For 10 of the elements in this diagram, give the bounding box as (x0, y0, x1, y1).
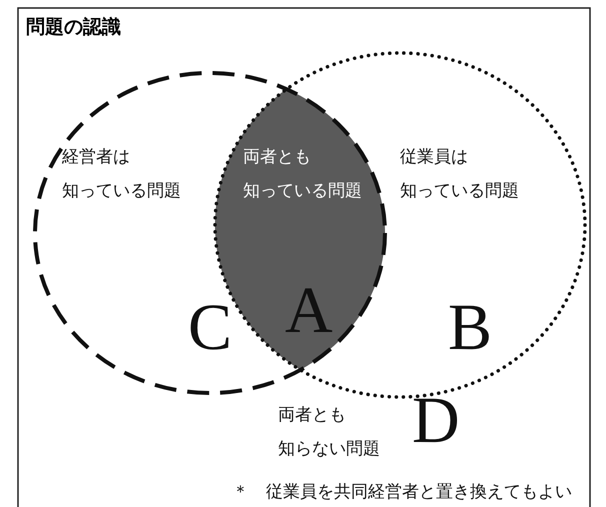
footnote: ＊ 従業員を共同経営者と置き換えてもよい (232, 481, 572, 503)
region-letter: D (412, 388, 460, 454)
region-label: 経営者は知っている問題 (62, 147, 181, 201)
region-label: 両者とも知っている問題 (243, 146, 362, 201)
region-letter: B (448, 295, 492, 361)
region-letter: A (285, 278, 333, 344)
region-label: 両者とも知らない問題 (278, 405, 380, 459)
region-label: 従業員は知っている問題 (400, 147, 519, 201)
region-letter: C (188, 295, 232, 361)
diagram-title: 問題の認識 (26, 15, 121, 40)
